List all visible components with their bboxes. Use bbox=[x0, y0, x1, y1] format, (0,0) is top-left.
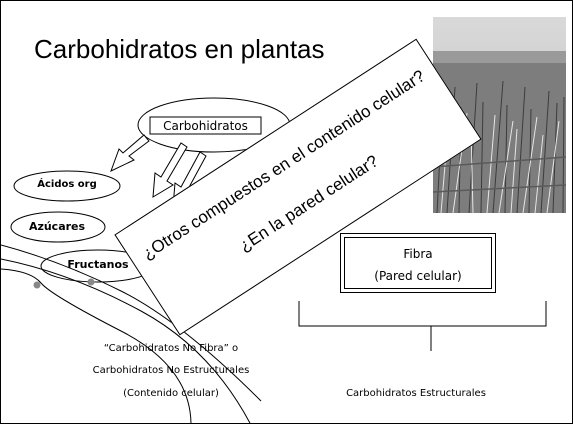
root-node-label: Carbohidratos bbox=[163, 119, 248, 133]
slide-title: Carbohidratos en plantas bbox=[34, 34, 325, 64]
node-azucares: Azúcares bbox=[28, 220, 86, 233]
right-caption: Carbohidratos Estructurales bbox=[346, 388, 486, 399]
node-fructanos: Fructanos bbox=[67, 258, 129, 271]
fibra-label: Fibra bbox=[403, 247, 433, 261]
fibra-box: Fibra (Pared celular) bbox=[340, 233, 496, 293]
left-caption-line2: Carbohidratos No Estructurales bbox=[92, 365, 250, 376]
node-acidos: Ácidos org bbox=[37, 179, 97, 190]
left-caption-line1: “Carbohidratos No Fibra” o bbox=[103, 343, 239, 354]
grass-field-photo bbox=[433, 17, 566, 213]
pared-celular-label: (Pared celular) bbox=[374, 269, 462, 283]
left-caption-line3: (Contenido celular) bbox=[123, 388, 219, 399]
